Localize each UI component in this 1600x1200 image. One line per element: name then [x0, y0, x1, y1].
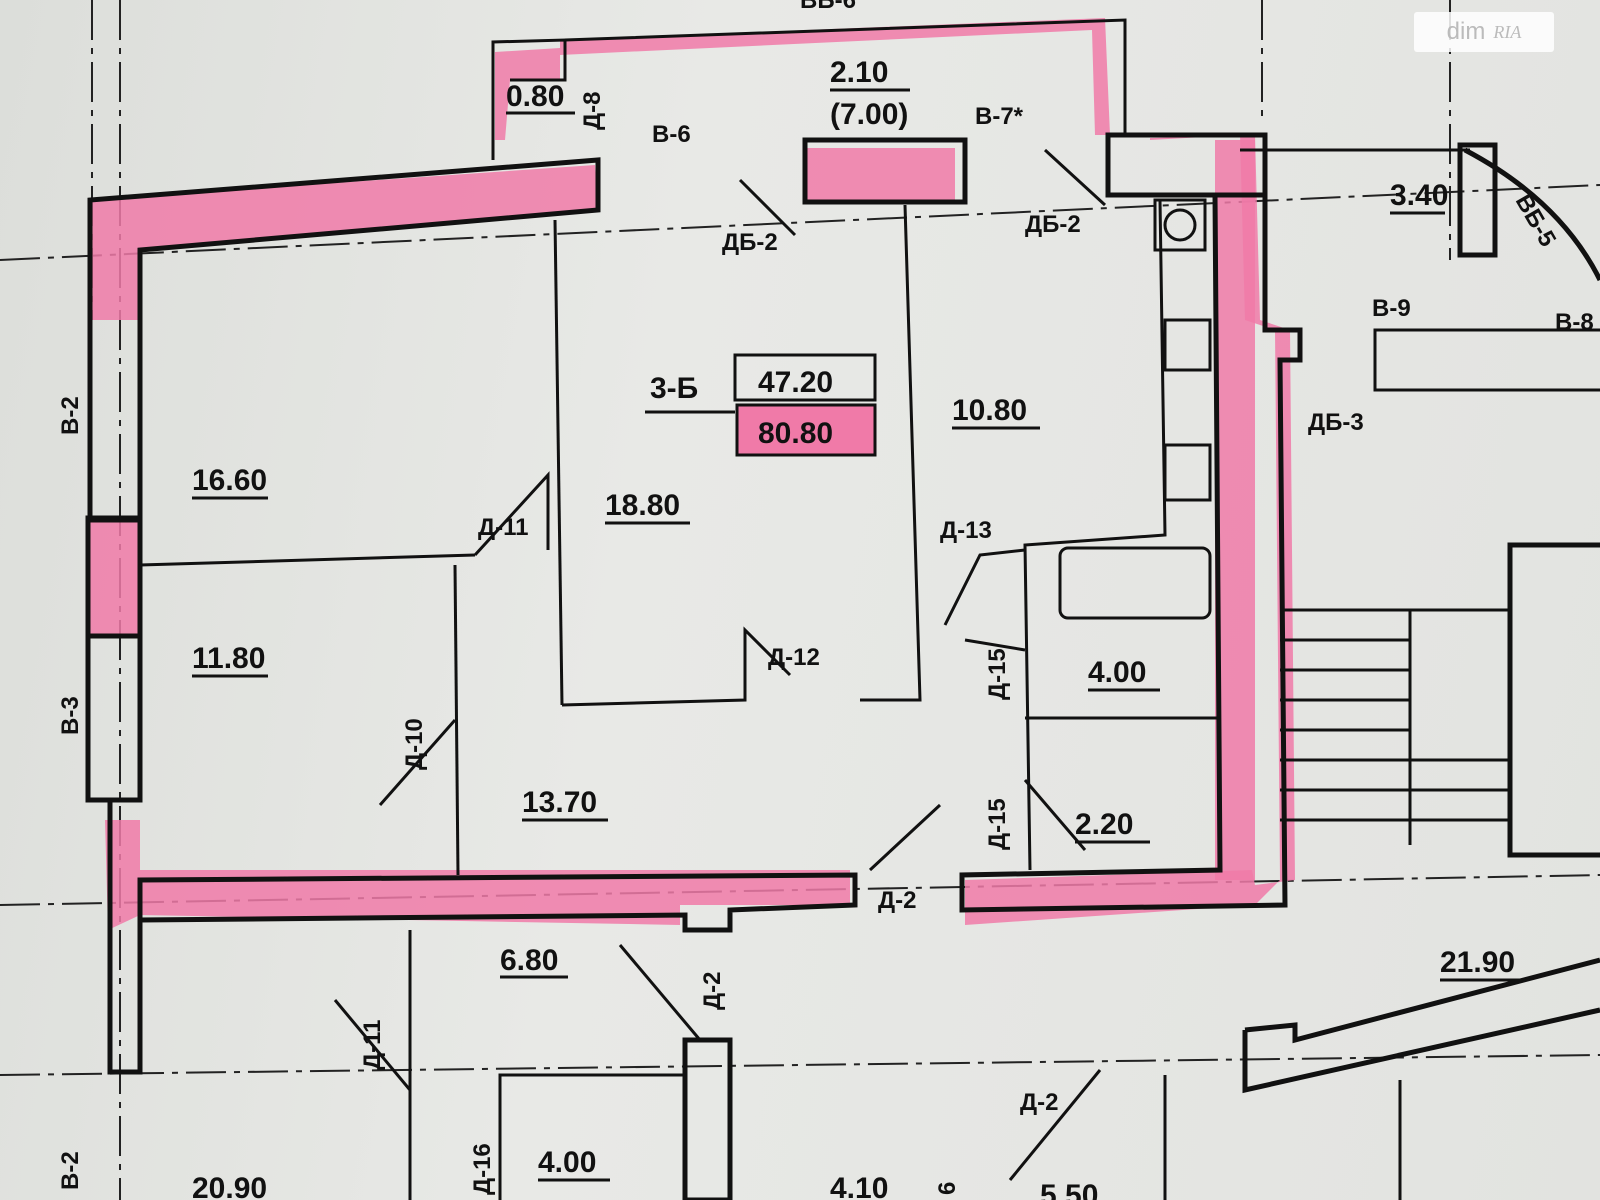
room-areas: 16.60 11.80 18.80 10.80 13.70 4.00 2.20 … [192, 56, 1525, 1200]
opening-marks: В-2 В-3 В-2 В-6 В-7* В-9 В-8 ВБ-5 ВБ-6 Д… [57, 0, 1594, 1195]
total-area: 80.80 [758, 417, 833, 450]
room-area: 0.80 [506, 80, 564, 113]
window-mark: В-9 [1372, 295, 1411, 322]
door-swings [333, 148, 1107, 1181]
room-area: 4.00 [538, 1146, 596, 1179]
watermark-left: dim [1446, 18, 1486, 45]
room-area: 18.80 [605, 489, 680, 522]
room-area: 2.10 [830, 56, 888, 89]
room-area: 5.50 [1040, 1179, 1098, 1200]
apartment-highlight [88, 18, 1295, 930]
room-area: 11.80 [192, 642, 265, 675]
room-area: 4.10 [830, 1172, 888, 1200]
window-mark: В-2 [57, 396, 84, 435]
door-mark: 6 [934, 1182, 961, 1195]
room-area: 6.80 [500, 944, 558, 977]
door-mark: Д-8 [579, 92, 606, 130]
door-mark: Д-15 [984, 648, 1011, 700]
watermark-right: RIA [1493, 21, 1522, 42]
window-mark: В-3 [57, 696, 84, 735]
living-area: 47.20 [758, 366, 833, 399]
room-area: 10.80 [952, 394, 1027, 427]
door-mark: Д-11 [478, 514, 528, 541]
door-mark: ДБ-2 [722, 229, 778, 256]
window-mark: В-2 [57, 1151, 84, 1190]
window-mark: В-6 [652, 121, 691, 148]
room-area: 2.20 [1075, 808, 1133, 841]
door-mark: Д-13 [940, 517, 992, 544]
door-mark: Д-12 [768, 644, 820, 671]
door-mark: Д-16 [469, 1143, 496, 1195]
window-mark: ВБ-6 [800, 0, 856, 14]
room-area: 16.60 [192, 464, 267, 497]
door-mark: Д-2 [699, 972, 726, 1010]
room-area: 3.40 [1390, 179, 1448, 212]
door-mark: Д-15 [984, 798, 1011, 850]
door-mark: Д-2 [1020, 1089, 1058, 1116]
window-mark: В-7* [975, 103, 1024, 130]
walls [85, 18, 1600, 1200]
room-area: 13.70 [522, 786, 597, 819]
door-mark: Д-11 [359, 1020, 386, 1070]
door-mark: ДБ-3 [1308, 409, 1364, 436]
window-mark: В-8 [1555, 309, 1594, 336]
door-mark: ДБ-2 [1025, 211, 1081, 238]
apartment-summary: 3-Б 47.20 80.80 [645, 353, 877, 457]
stairs [1280, 608, 1510, 845]
room-area: 21.90 [1440, 946, 1515, 979]
door-mark: Д-2 [878, 887, 916, 914]
room-area: 20.90 [192, 1172, 267, 1200]
window-mark: ВБ-5 [1510, 190, 1561, 252]
room-area: 4.00 [1088, 656, 1146, 689]
apartment-type: 3-Б [650, 372, 698, 405]
door-mark: Д-10 [401, 718, 428, 770]
watermark-logo: dim RIA [1414, 12, 1554, 52]
room-area-sub: (7.00) [830, 98, 908, 131]
